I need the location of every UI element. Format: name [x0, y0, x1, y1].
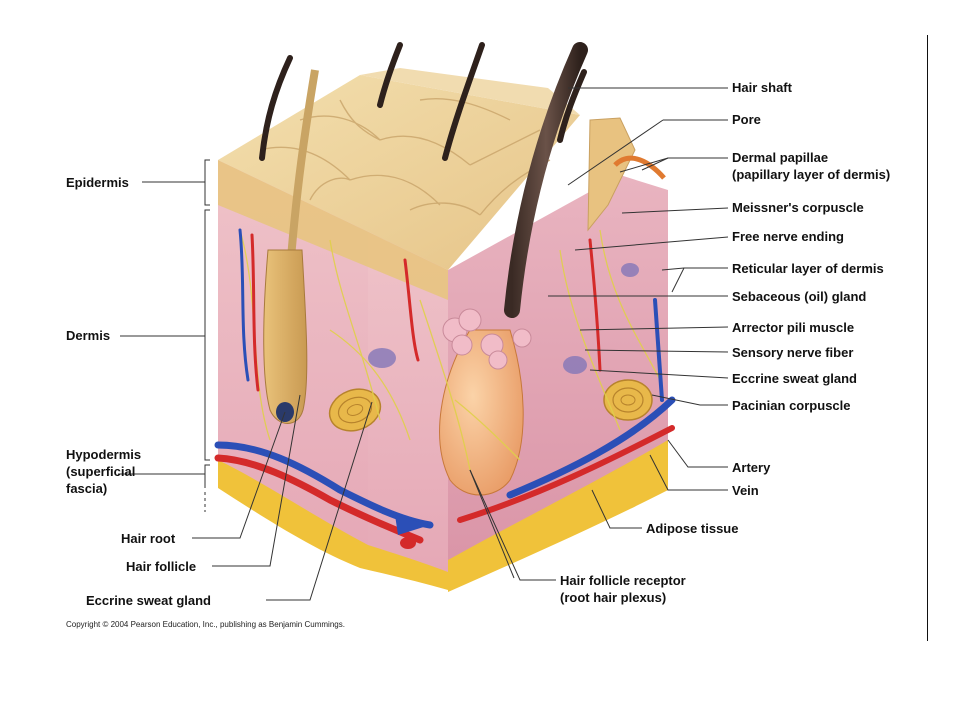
layer-brackets [118, 159, 210, 512]
copyright-notice: Copyright © 2004 Pearson Education, Inc.… [66, 620, 345, 629]
label-eccrine-left: Eccrine sweat gland [86, 593, 211, 608]
label-reticular: Reticular layer of dermis [732, 261, 884, 276]
nerve-fibers [239, 229, 661, 471]
pacinian-corpuscles [328, 379, 653, 432]
label-pacinian: Pacinian corpuscle [732, 398, 851, 413]
label-hypodermis-sub2: fascia) [66, 481, 108, 496]
vessel-ends [395, 515, 430, 549]
sweat-glands [368, 263, 639, 374]
label-receptor-sub: (root hair plexus) [560, 590, 667, 605]
right-border-line [927, 35, 928, 641]
label-pore: Pore [732, 112, 761, 127]
label-hypodermis: Hypodermis [66, 447, 142, 462]
label-sensory: Sensory nerve fiber [732, 345, 854, 360]
hair-bulb-right [439, 308, 532, 496]
label-adipose: Adipose tissue [646, 521, 739, 536]
hair-shafts [259, 42, 588, 401]
label-artery: Artery [732, 460, 771, 475]
label-epidermis: Epidermis [66, 175, 129, 190]
label-eccrine-right: Eccrine sweat gland [732, 371, 857, 386]
leader-lines-right [469, 87, 729, 581]
label-hair-root: Hair root [121, 531, 176, 546]
pore-flap [587, 117, 666, 232]
hair-follicle-left [263, 249, 308, 424]
label-meissner: Meissner's corpuscle [732, 200, 864, 215]
label-hair-follicle: Hair follicle [126, 559, 197, 574]
leader-lines-left [192, 394, 373, 601]
label-sebaceous: Sebaceous (oil) gland [732, 289, 867, 304]
label-vein: Vein [732, 483, 759, 498]
label-receptor: Hair follicle receptor [560, 573, 686, 588]
label-hair-shaft: Hair shaft [732, 80, 792, 95]
label-arrector: Arrector pili muscle [732, 320, 855, 335]
label-free-nerve: Free nerve ending [732, 229, 844, 244]
label-hypodermis-sub1: (superficial [66, 464, 136, 479]
label-dermal-papillae-sub: (papillary layer of dermis) [732, 167, 891, 182]
label-dermal-papillae: Dermal papillae [732, 150, 829, 165]
label-dermis: Dermis [66, 328, 111, 343]
